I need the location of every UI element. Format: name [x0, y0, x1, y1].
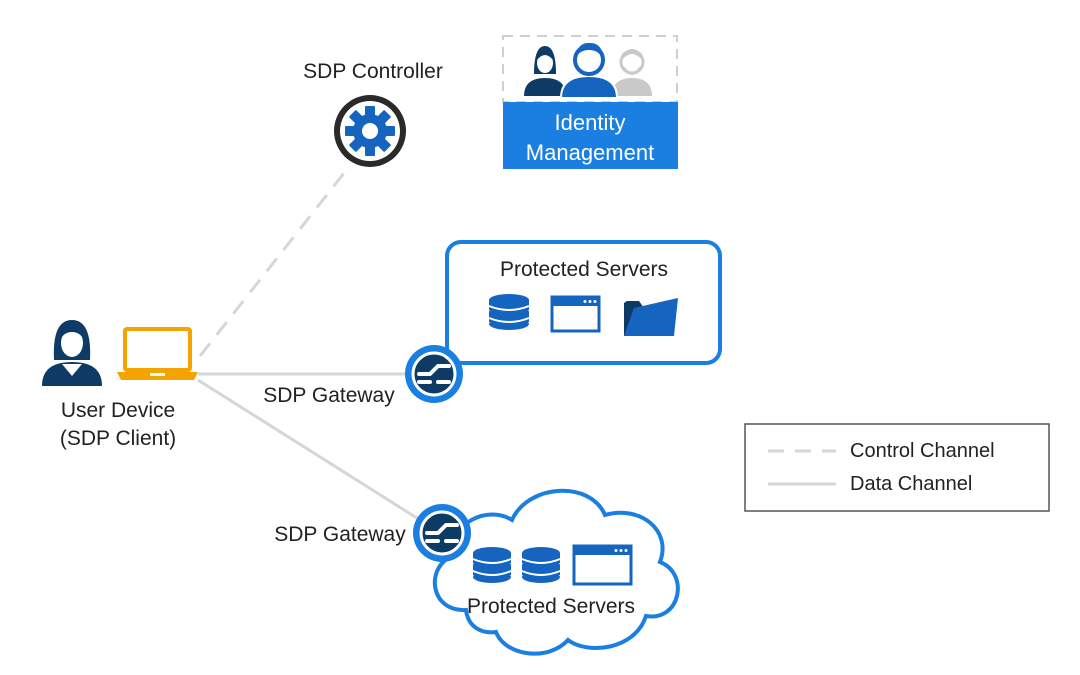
legend-control-label: Control Channel: [850, 440, 995, 462]
bearded-user-icon: [612, 49, 652, 96]
edge-data-client-to-gateway-bottom: [197, 378, 421, 522]
identity-label-box: [503, 102, 678, 169]
edge-control-client-to-controller: [198, 167, 350, 357]
user-device-label-line1: User Device: [61, 399, 175, 422]
protected-servers-cloud: Protected Servers: [432, 488, 680, 656]
identity-label-line1: Identity: [555, 110, 626, 135]
woman-user-icon: [524, 46, 566, 96]
sdp-gateway-top: SDP Gateway: [263, 345, 463, 407]
servers-cloud-label: Protected Servers: [467, 595, 635, 618]
browser-window-icon: [572, 544, 633, 586]
gear-icon: [334, 95, 406, 167]
legend: Control Channel Data Channel: [744, 423, 1050, 512]
sdp-controller-label: SDP Controller: [303, 60, 443, 83]
gateway-icon: [413, 504, 471, 562]
servers-onprem-label: Protected Servers: [500, 258, 668, 281]
identity-management-node: Identity Management: [502, 35, 678, 169]
sdp-gateway-bottom: SDP Gateway: [274, 504, 471, 562]
sdp-controller-node: SDP Controller: [303, 60, 443, 167]
gateway-top-label: SDP Gateway: [263, 384, 395, 407]
legend-frame: [744, 423, 1050, 512]
database-icon: [521, 547, 561, 583]
user-device-node: User Device (SDP Client): [42, 320, 198, 450]
gateway-icon: [405, 345, 463, 403]
laptop-icon: [117, 327, 198, 380]
database-icon: [488, 294, 530, 330]
database-icon: [472, 547, 512, 583]
woman-user-icon: [42, 320, 102, 386]
legend-data-label: Data Channel: [850, 473, 972, 495]
gateway-bottom-label: SDP Gateway: [274, 523, 406, 546]
folder-icon: [624, 298, 678, 336]
protected-servers-onprem: Protected Servers: [445, 240, 722, 365]
man-user-icon: [559, 42, 619, 99]
browser-window-icon: [550, 295, 601, 333]
identity-label-line2: Management: [526, 140, 654, 165]
user-device-label-line2: (SDP Client): [60, 427, 176, 450]
